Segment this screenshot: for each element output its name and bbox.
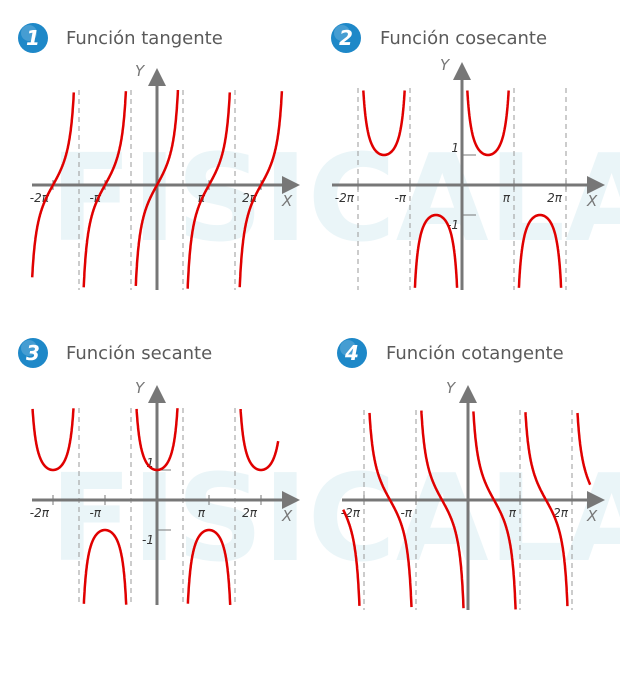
badge-highlight [334, 25, 350, 41]
panel-title: Función cotangente [386, 343, 564, 364]
y-axis-label: Y [446, 379, 457, 397]
badge-number: 1 [26, 26, 40, 50]
y-tick-label: 1 [451, 141, 459, 155]
badge-highlight [340, 340, 356, 356]
y-axis-label: Y [135, 379, 146, 397]
y-tick-label: -1 [447, 218, 459, 232]
x-axis-label: X [586, 507, 598, 525]
x-tick-label: -π [89, 506, 101, 520]
x-axis-arrow-icon [587, 491, 605, 509]
x-axis-label: X [281, 507, 293, 525]
y-axis-arrow-icon [148, 68, 166, 86]
panel-title: Función cosecante [380, 28, 547, 49]
watermark: FISICALAB [50, 130, 620, 269]
y-axis-arrow-icon [459, 385, 477, 403]
y-axis-label: Y [440, 56, 451, 74]
x-tick-label: -π [400, 506, 412, 520]
badge-number: 2 [339, 26, 353, 50]
badge-highlight [21, 340, 37, 356]
csc-curve [362, 90, 563, 288]
y-axis-label: Y [135, 62, 146, 80]
badge-highlight [21, 25, 37, 41]
cot-curve [342, 410, 592, 610]
sec-curve [31, 408, 280, 605]
x-tick-label: 2π [553, 506, 569, 520]
number-badge [18, 338, 48, 368]
x-axis-label: X [586, 192, 598, 210]
watermark-lower: FISICALAB [50, 450, 620, 589]
x-tick-label: 2π [242, 506, 258, 520]
x-tick-label: π [503, 191, 511, 205]
number-badge [18, 23, 48, 53]
x-tick-label: -2π [335, 191, 355, 205]
number-badge [331, 23, 361, 53]
badge-number: 3 [26, 341, 40, 365]
y-tick-label: 1 [146, 456, 154, 470]
y-axis-arrow-icon [453, 62, 471, 80]
number-badge [337, 338, 367, 368]
badge-number: 4 [344, 341, 359, 365]
panel-title: Función secante [66, 343, 212, 364]
x-tick-label: 2π [547, 191, 563, 205]
x-axis-label: X [281, 192, 293, 210]
y-axis-arrow-icon [148, 385, 166, 403]
x-axis-arrow-icon [282, 176, 300, 194]
x-tick-label: -π [394, 191, 406, 205]
x-tick-label: π [509, 506, 517, 520]
tan-curve [30, 89, 284, 289]
x-axis-arrow-icon [282, 491, 300, 509]
panel-title: Función tangente [66, 28, 223, 49]
x-tick-label: -2π [30, 506, 50, 520]
x-axis-arrow-icon [587, 176, 605, 194]
x-tick-label: π [198, 506, 206, 520]
y-tick-label: -1 [142, 533, 154, 547]
